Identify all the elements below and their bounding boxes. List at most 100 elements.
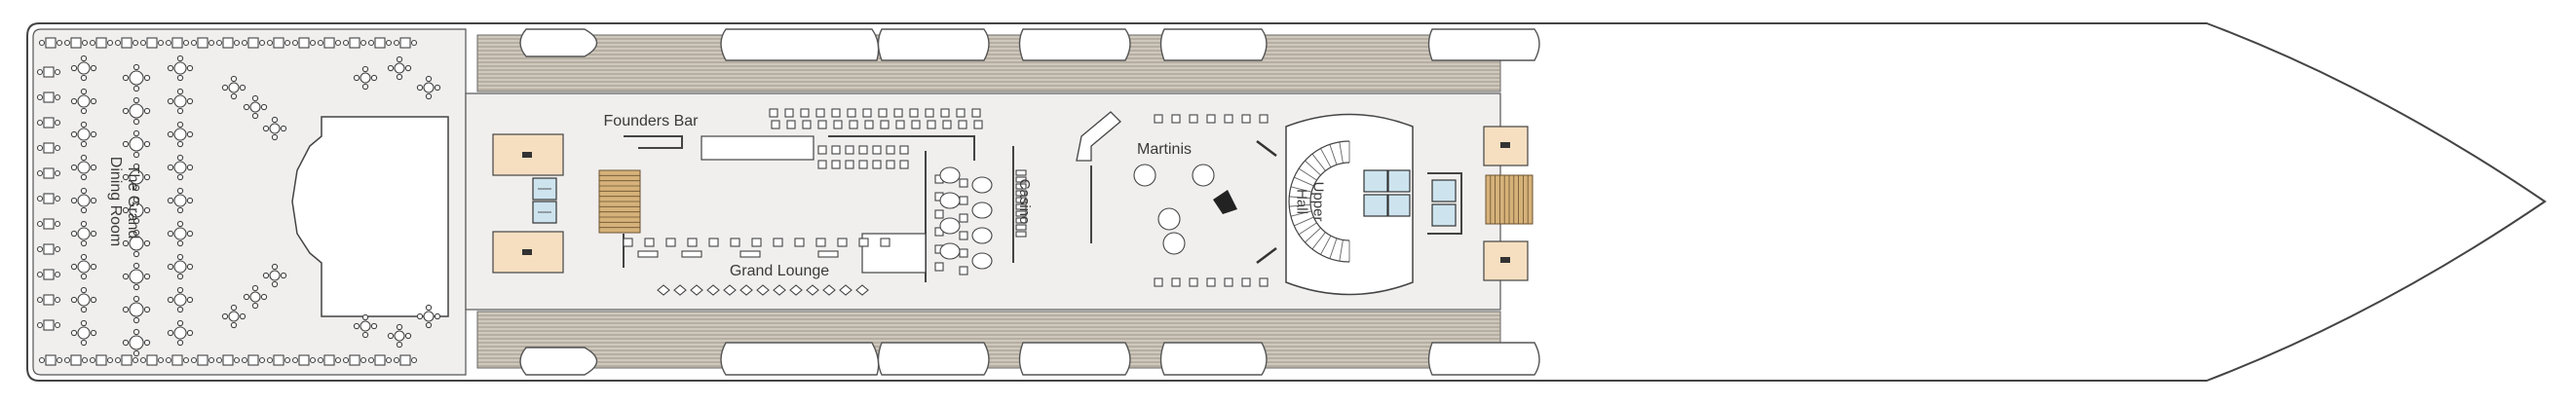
forward-elevators: [1431, 179, 1457, 227]
dining-chair: [176, 253, 184, 261]
dining-chair: [243, 293, 250, 301]
dining-chair: [176, 319, 184, 327]
dining-chair: [182, 356, 190, 364]
dining-chair: [361, 83, 369, 91]
atrium-step: [1339, 141, 1344, 164]
lounge-chair: [802, 120, 812, 129]
slot-machine: [1015, 217, 1027, 224]
dining-chair: [133, 283, 140, 291]
dining-chair: [230, 304, 238, 312]
dining-chair: [291, 39, 299, 47]
dining-chair: [139, 356, 147, 364]
lounge-chair: [909, 108, 919, 118]
dining-chair: [271, 116, 279, 124]
lounge-chair: [837, 238, 848, 247]
lounge-stool: [756, 284, 770, 296]
lounge-chair: [831, 145, 841, 155]
lounge-chair: [771, 120, 780, 129]
atrium-step: [1298, 167, 1317, 181]
lounge-chair: [831, 108, 841, 118]
lounge-stool: [690, 284, 703, 296]
casino-area: [939, 146, 1027, 270]
lounge-chair: [958, 120, 967, 129]
dining-chair: [63, 39, 71, 47]
dining-chair: [280, 272, 287, 279]
dining-table: [43, 218, 55, 230]
grand-lounge-bar: [623, 151, 927, 282]
dining-chair: [70, 197, 78, 204]
lounge-chair: [786, 120, 796, 129]
dining-chair: [190, 356, 198, 364]
dining-chair: [89, 39, 96, 47]
dining-chair: [393, 356, 400, 364]
dining-chair: [385, 356, 393, 364]
slot-machine: [1015, 224, 1027, 231]
dining-chair: [70, 329, 78, 337]
dining-table: [43, 66, 55, 78]
lounge-sofa: [681, 250, 702, 258]
dining-chair: [186, 296, 194, 304]
dining-chair: [80, 187, 88, 195]
dining-chair: [230, 321, 238, 329]
lifeboats: [519, 28, 1540, 376]
lounge-chair: [886, 145, 895, 155]
lounge-chair: [665, 238, 676, 247]
dining-chair: [167, 329, 174, 337]
dining-chair: [370, 74, 378, 82]
dining-chair: [80, 319, 88, 327]
bar-seat: [1241, 114, 1251, 124]
dining-chair: [80, 140, 88, 148]
casino-table: [939, 217, 961, 235]
dining-chair: [280, 125, 287, 132]
lounge-table: [1133, 164, 1156, 187]
dining-table: [129, 136, 144, 152]
lounge-chair: [794, 238, 805, 247]
dining-chair: [176, 173, 184, 181]
promenade-deck-port: [476, 34, 1501, 92]
atrium-step: [1290, 210, 1312, 217]
dining-table: [171, 37, 183, 49]
dining-chair: [133, 85, 140, 92]
slot-machine: [1015, 203, 1027, 210]
dining-chair: [360, 39, 367, 47]
lounge-chair: [751, 238, 762, 247]
lounge-chair: [773, 238, 783, 247]
dining-chair: [54, 144, 61, 152]
dining-chair: [404, 332, 412, 340]
atrium-step: [1294, 176, 1314, 187]
dining-chair: [80, 154, 88, 162]
dining-table: [273, 354, 284, 366]
dining-table: [77, 94, 91, 108]
atrium-step: [1339, 239, 1344, 262]
dining-chair: [70, 296, 78, 304]
dining-chair: [90, 130, 97, 138]
lounge-chair: [959, 178, 968, 188]
atrium-step: [1289, 196, 1311, 200]
casino-table: [971, 227, 993, 244]
dining-chair: [167, 97, 174, 105]
dining-chair: [167, 263, 174, 271]
dining-table: [349, 37, 360, 49]
dining-chair: [271, 263, 279, 271]
dining-chair: [54, 321, 61, 329]
dining-table: [222, 354, 234, 366]
dining-chair: [36, 321, 44, 329]
dining-chair: [186, 97, 194, 105]
casino-table: [971, 202, 993, 219]
lounge-chair: [858, 160, 868, 169]
lounge-chair: [845, 145, 854, 155]
dining-chair: [176, 187, 184, 195]
dining-chair: [133, 96, 140, 104]
dining-chair: [233, 356, 241, 364]
dining-chair: [54, 119, 61, 127]
lounge-chair: [784, 108, 794, 118]
dining-chair: [176, 273, 184, 280]
lounge-chair: [911, 120, 921, 129]
dining-chair: [186, 263, 194, 271]
dining-chair: [133, 163, 140, 170]
dining-chair: [215, 356, 223, 364]
dining-table: [298, 354, 310, 366]
lounge-chair: [644, 238, 655, 247]
bar-seat: [1259, 114, 1269, 124]
dining-table: [95, 37, 107, 49]
